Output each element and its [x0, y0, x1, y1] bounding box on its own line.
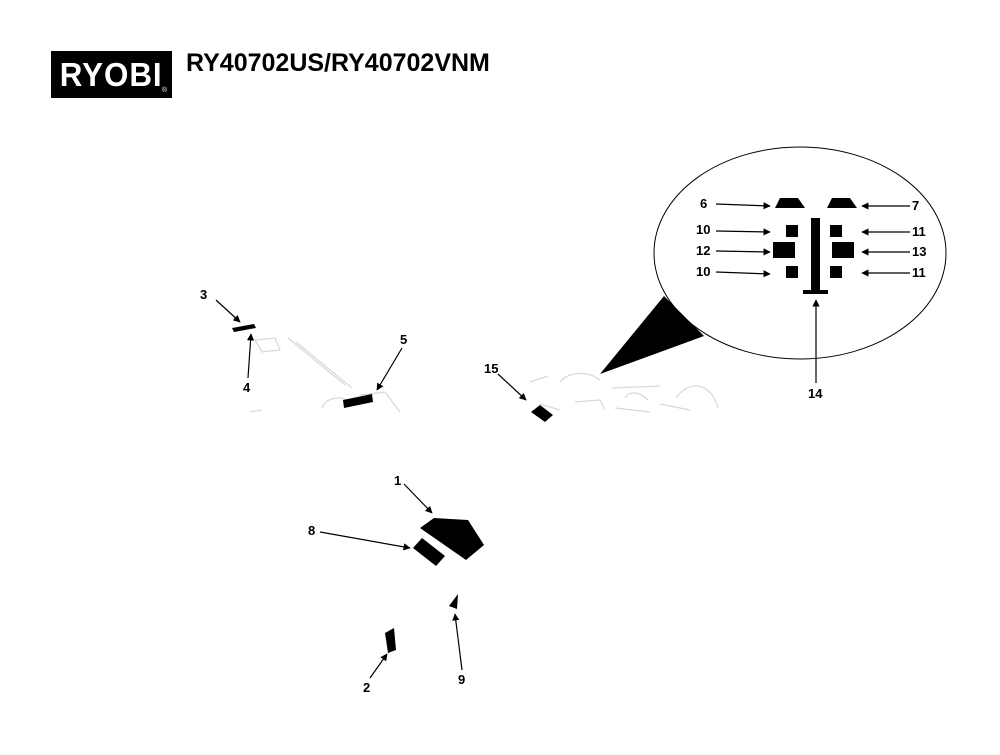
detail-bubble: [653, 146, 947, 360]
decal-13: [832, 242, 854, 258]
callout-13: 13: [912, 244, 926, 259]
ryobi-logo: RYOBI ®: [51, 51, 172, 98]
callout-12: 12: [696, 243, 710, 258]
callout-7: 7: [912, 198, 919, 213]
decals-main: [232, 324, 553, 653]
decal-11-upper: [830, 225, 842, 237]
model-number-title: RY40702US/RY40702VNM: [186, 49, 490, 77]
decal-10-lower: [786, 266, 798, 278]
decal-12: [773, 242, 795, 258]
decal-6: [775, 198, 805, 208]
logo-registered-mark: ®: [161, 87, 167, 94]
page-header: RYOBI ® RY40702US/RY40702VNM: [0, 0, 1000, 110]
callout-11-upper: 11: [912, 224, 926, 239]
decal-2: [385, 628, 396, 653]
callout-6: 6: [700, 196, 707, 211]
callout-4: 4: [243, 380, 251, 395]
callout-9: 9: [458, 672, 465, 687]
callout-3: 3: [200, 287, 207, 302]
logo-text: RYOBI: [60, 55, 163, 93]
decal-3: [232, 324, 256, 332]
decal-14: [803, 218, 828, 294]
callout-15: 15: [484, 361, 498, 376]
decal-1: [420, 518, 484, 560]
decal-7: [827, 198, 857, 208]
callout-5: 5: [400, 332, 407, 347]
callout-1: 1: [394, 473, 401, 488]
mower-outline: [249, 337, 719, 413]
callout-labels: 6 7 10 11 12 13 10 11 14 3 4 5 15 1 8 9 …: [200, 196, 926, 695]
callout-8: 8: [308, 523, 315, 538]
decal-5: [343, 394, 373, 408]
decal-10-upper: [786, 225, 798, 237]
callout-10-lower: 10: [696, 264, 710, 279]
decal-11-lower: [830, 266, 842, 278]
callout-2: 2: [363, 680, 370, 695]
callout-14: 14: [808, 386, 823, 401]
decal-set-bubble: [773, 198, 857, 294]
decal-15: [531, 405, 553, 422]
leader-lines: [215, 202, 910, 679]
callout-11-lower: 11: [912, 265, 926, 280]
decal-9: [449, 594, 458, 609]
callout-10-upper: 10: [696, 222, 710, 237]
bubble-pointer: [600, 296, 704, 374]
decal-8: [413, 538, 445, 566]
